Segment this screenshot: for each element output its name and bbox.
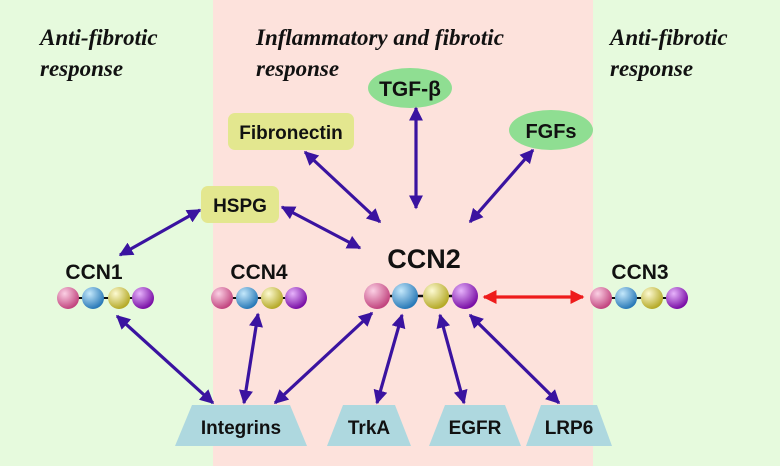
arrow-hspg-ccn2 — [280, 205, 362, 250]
integrins-label: Integrins — [201, 418, 281, 439]
hspg-box — [201, 186, 279, 223]
arrow-fgfs-ccn2 — [468, 148, 535, 224]
right-title-line2: response — [610, 56, 693, 81]
arrow-ccn2-lrp6 — [468, 313, 561, 405]
ccn2-label: CCN2 — [387, 244, 461, 274]
ccn2-domains — [364, 283, 478, 309]
left-title-line2: response — [40, 56, 123, 81]
fgfs-label: FGFs — [525, 121, 576, 143]
integrins-receptor — [175, 405, 307, 446]
interaction-arrows — [115, 106, 561, 405]
left-title-line1: Anti-fibrotic — [38, 25, 158, 50]
lrp6-receptor — [526, 405, 612, 446]
center-title-line1: Inflammatory and fibrotic — [255, 25, 504, 50]
arrow-ccn2-trka — [373, 313, 406, 405]
ccn1-label: CCN1 — [65, 261, 122, 284]
trka-label: TrkA — [348, 418, 391, 439]
fibronectin-box — [228, 113, 354, 150]
ccn3-label: CCN3 — [611, 261, 668, 284]
trka-receptor — [327, 405, 411, 446]
tgf-beta-ellipse — [368, 68, 452, 108]
lrp6-label: LRP6 — [545, 418, 594, 439]
right-anti-fibrotic-zone — [593, 0, 780, 466]
tgf-beta-label: TGF-β — [379, 78, 441, 101]
arrow-ccn1-integrins — [115, 314, 215, 405]
ccn1-domains — [57, 287, 154, 309]
arrow-ccn2-egfr — [436, 313, 468, 405]
egfr-receptor — [429, 405, 521, 446]
ccn4-domains — [211, 287, 307, 309]
arrow-ccn4-integrins — [239, 312, 263, 405]
ccn3-domains — [590, 287, 688, 309]
arrow-ccn2-integrins — [273, 311, 374, 405]
ccn4-label: CCN4 — [230, 261, 287, 284]
center-title-line2: response — [256, 56, 339, 81]
right-title-line1: Anti-fibrotic — [608, 25, 728, 50]
arrow-hspg-ccn1 — [118, 208, 202, 257]
fgfs-ellipse — [509, 110, 593, 150]
hspg-label: HSPG — [213, 196, 267, 217]
egfr-label: EGFR — [449, 418, 502, 439]
arrow-fibronectin-ccn2 — [303, 150, 382, 224]
fibronectin-label: Fibronectin — [239, 123, 342, 144]
